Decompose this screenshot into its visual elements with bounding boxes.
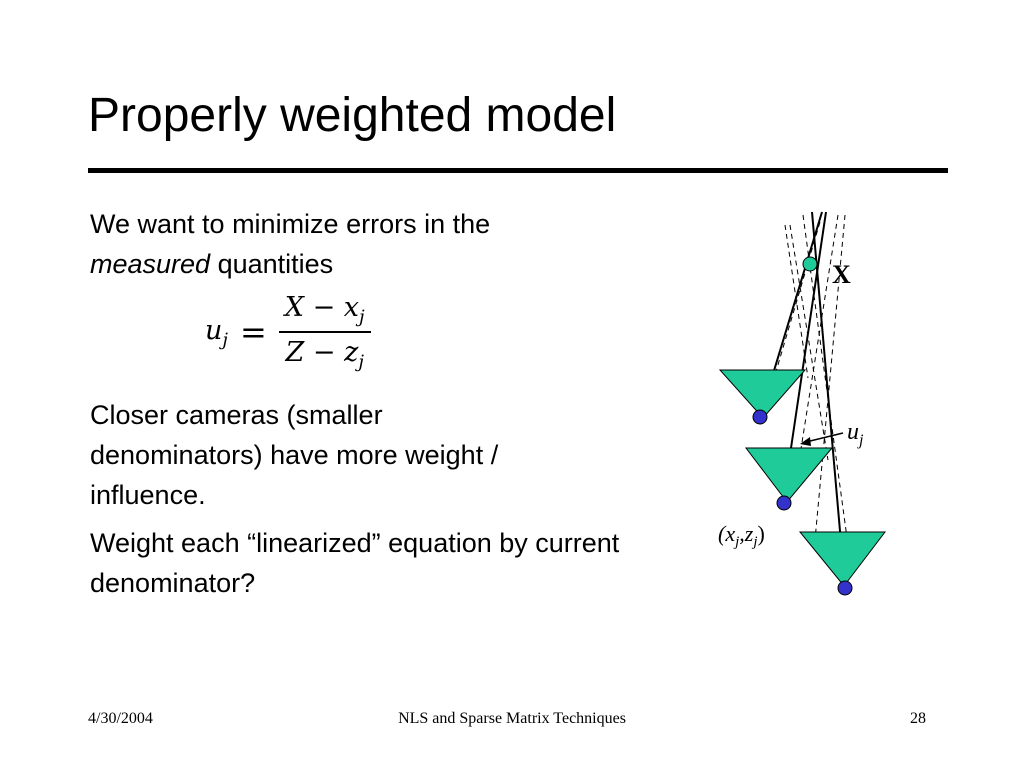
camera-coord-label: (xj,zj): [718, 521, 765, 550]
footer-title: NLS and Sparse Matrix Techniques: [398, 710, 626, 727]
camera-1: [718, 369, 807, 419]
equation-lhs: uj: [205, 314, 228, 351]
u-arrowhead: [800, 437, 811, 446]
equation-denominator: Z − zj: [285, 337, 364, 373]
bullet-minimize-errors: We want to minimize errors in the measur…: [90, 204, 610, 284]
fraction-bar: [278, 331, 371, 334]
bullet-closer-cameras: Closer cameras (smaller denominators) ha…: [90, 400, 499, 510]
bullet-text-line1: We want to minimize errors in the: [90, 209, 491, 239]
camera-2: [744, 447, 834, 503]
point-x-label: X: [832, 260, 851, 289]
bullet-weight-equation: Weight each “linearized” equation by cur…: [90, 528, 620, 598]
equation-numerator: X − xj: [284, 292, 365, 328]
camera-3: [798, 531, 887, 587]
slide-title: Properly weighted model: [88, 89, 617, 142]
bullet-text-rest: quantities: [210, 249, 334, 279]
point-x-marker: [802, 256, 818, 272]
u-arrow: [805, 432, 844, 443]
bullet-italic-word: measured: [90, 249, 211, 279]
footer-page-number: 28: [910, 710, 926, 727]
equation-fraction: X − xj Z − zj: [278, 292, 371, 373]
title-divider: [88, 168, 948, 173]
footer-date: 4/30/2004: [88, 710, 153, 727]
camera-center-3: [837, 580, 853, 596]
equation: uj = X − xj Z − zj: [205, 292, 371, 373]
camera-diagram: X uj (xj,zj): [718, 211, 887, 596]
equation-equals: =: [239, 313, 267, 352]
u-label: uj: [847, 419, 864, 449]
camera-center-2: [776, 495, 792, 511]
camera-center-1: [752, 409, 768, 425]
